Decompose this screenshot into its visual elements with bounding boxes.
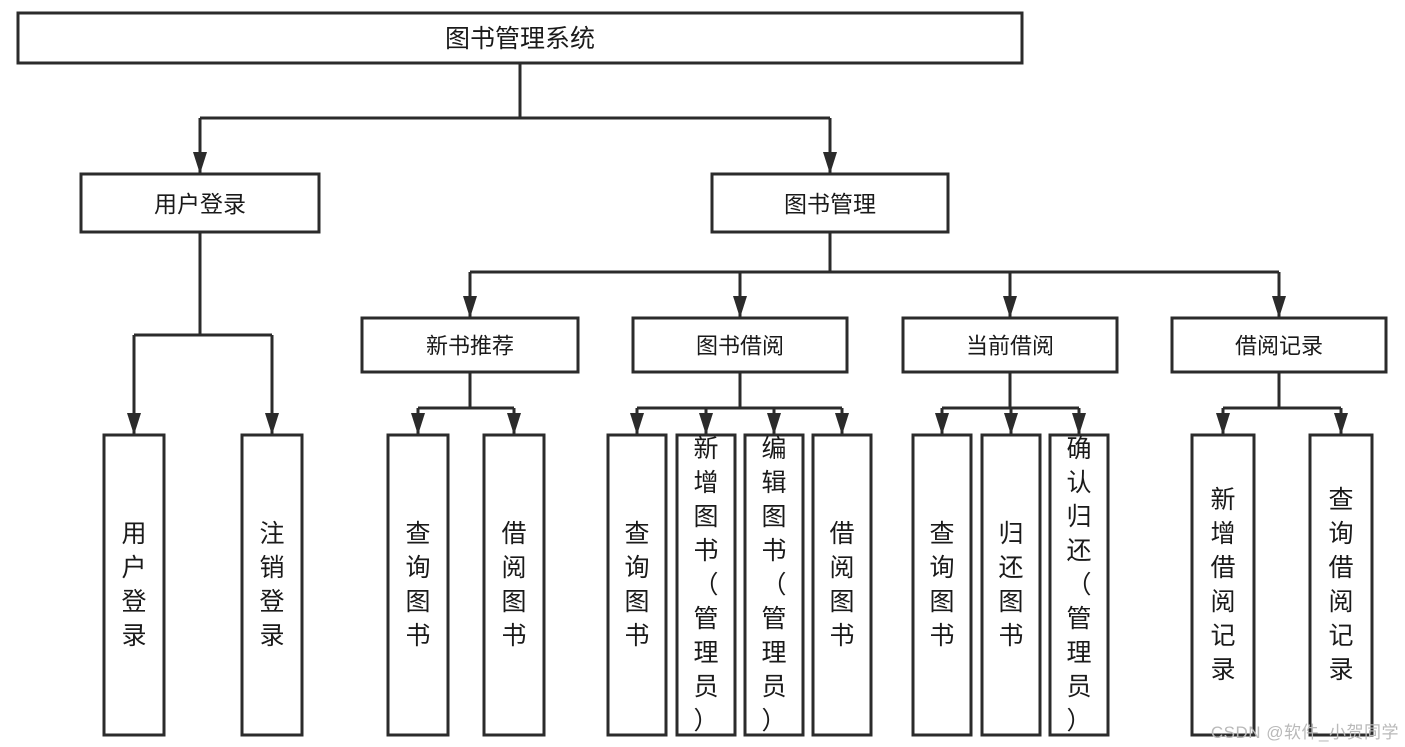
node-label: 确认归还（管理员） xyxy=(1066,435,1091,735)
node-user-login-leaf[interactable]: 用户登录 xyxy=(102,433,166,737)
node-box xyxy=(631,316,849,374)
connector-arrowhead xyxy=(1072,413,1086,435)
node-new-book-recommend[interactable]: 新书推荐 xyxy=(360,316,580,374)
node-label: 新增图书（管理员） xyxy=(693,435,718,735)
connector-arrowhead xyxy=(1003,296,1017,318)
node-add-book-admin[interactable]: 新增图书（管理员） xyxy=(675,433,737,737)
node-label: 注销登录 xyxy=(259,520,284,650)
node-box xyxy=(360,316,580,374)
node-add-borrow-record[interactable]: 新增借阅记录 xyxy=(1190,433,1256,737)
node-label: 新增借阅记录 xyxy=(1210,486,1235,684)
node-book-management[interactable]: 图书管理 xyxy=(710,172,950,234)
connector-arrowhead xyxy=(1004,413,1018,435)
node-borrow-book-2[interactable]: 借阅图书 xyxy=(811,433,873,737)
node-label: 归还图书 xyxy=(998,520,1023,650)
csdn-watermark: CSDN @软件_小贺同学 xyxy=(1210,723,1399,742)
node-query-borrow-record[interactable]: 查询借阅记录 xyxy=(1308,433,1374,737)
node-label: 新书推荐 xyxy=(426,334,514,359)
node-root[interactable]: 图书管理系统 xyxy=(16,11,1024,65)
node-borrow-records[interactable]: 借阅记录 xyxy=(1170,316,1388,374)
node-box xyxy=(710,172,950,234)
connector-arrowhead xyxy=(463,296,477,318)
node-box xyxy=(980,433,1042,737)
node-box xyxy=(901,316,1119,374)
node-label: 图书管理系统 xyxy=(445,25,595,53)
node-label: 当前借阅 xyxy=(966,334,1054,359)
node-box xyxy=(675,433,737,737)
connector-arrowhead xyxy=(193,152,207,174)
node-box xyxy=(1048,433,1110,737)
node-label: 查询图书 xyxy=(929,520,954,650)
node-label: 图书管理 xyxy=(784,191,876,217)
node-box xyxy=(102,433,166,737)
node-label: 用户登录 xyxy=(154,191,246,217)
connector-arrowhead xyxy=(935,413,949,435)
node-box xyxy=(811,433,873,737)
connector-arrowhead xyxy=(1334,413,1348,435)
node-label: 借阅图书 xyxy=(829,520,854,650)
node-box xyxy=(1170,316,1388,374)
node-borrow-book-1[interactable]: 借阅图书 xyxy=(482,433,546,737)
node-label: 用户登录 xyxy=(121,520,146,650)
node-query-book-3[interactable]: 查询图书 xyxy=(911,433,973,737)
node-box xyxy=(911,433,973,737)
node-label: 借阅记录 xyxy=(1235,334,1323,359)
connector-arrowhead xyxy=(1216,413,1230,435)
node-confirm-return-admin[interactable]: 确认归还（管理员） xyxy=(1048,433,1110,737)
node-user-login[interactable]: 用户登录 xyxy=(79,172,321,234)
node-box xyxy=(1190,433,1256,737)
node-label: 查询借阅记录 xyxy=(1328,486,1353,684)
node-edit-book-admin[interactable]: 编辑图书（管理员） xyxy=(743,433,805,737)
connector-arrowhead xyxy=(835,413,849,435)
node-layer: 图书管理系统用户登录用户登录注销登录图书管理新书推荐查询图书借阅图书图书借阅查询… xyxy=(16,11,1388,737)
connector-layer xyxy=(127,63,1348,435)
connector-arrowhead xyxy=(507,413,521,435)
node-return-book[interactable]: 归还图书 xyxy=(980,433,1042,737)
connector-arrowhead xyxy=(630,413,644,435)
connector-arrowhead xyxy=(411,413,425,435)
node-label: 图书借阅 xyxy=(696,334,784,359)
node-query-book-1[interactable]: 查询图书 xyxy=(386,433,450,737)
connector-arrowhead xyxy=(733,296,747,318)
connector-arrowhead xyxy=(823,152,837,174)
node-box xyxy=(240,433,304,737)
connector-arrowhead xyxy=(699,413,713,435)
node-box xyxy=(16,11,1024,65)
node-box xyxy=(606,433,668,737)
node-box xyxy=(482,433,546,737)
connector-arrowhead xyxy=(767,413,781,435)
connector-arrowhead xyxy=(1272,296,1286,318)
node-box xyxy=(1308,433,1374,737)
connector-arrowhead xyxy=(265,413,279,435)
node-book-borrow[interactable]: 图书借阅 xyxy=(631,316,849,374)
node-box xyxy=(386,433,450,737)
node-label: 查询图书 xyxy=(405,520,430,650)
node-label: 借阅图书 xyxy=(501,520,526,650)
node-label: 编辑图书（管理员） xyxy=(761,435,786,735)
connector-arrowhead xyxy=(127,413,141,435)
node-query-book-2[interactable]: 查询图书 xyxy=(606,433,668,737)
node-box xyxy=(743,433,805,737)
node-user-logout-leaf[interactable]: 注销登录 xyxy=(240,433,304,737)
node-box xyxy=(79,172,321,234)
node-current-borrow[interactable]: 当前借阅 xyxy=(901,316,1119,374)
node-label: 查询图书 xyxy=(624,520,649,650)
